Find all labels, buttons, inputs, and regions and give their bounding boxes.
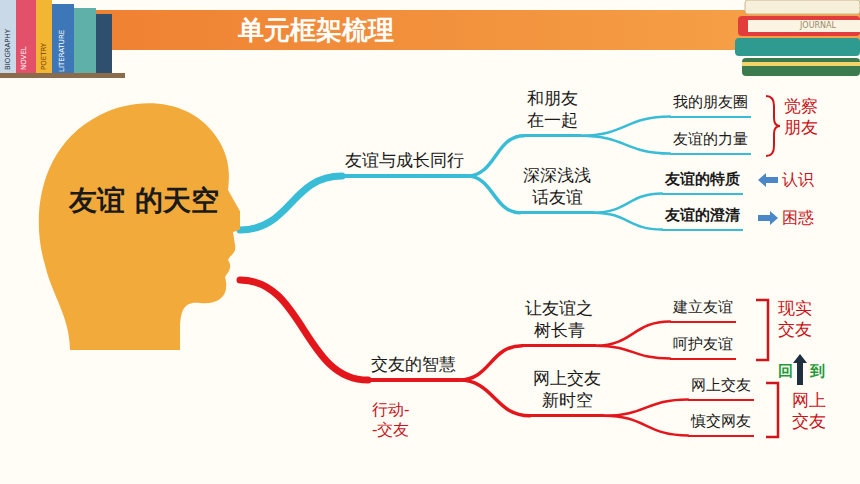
topic-node: 让友谊之 树长青 [522, 296, 596, 347]
annotation: 到 [810, 362, 825, 381]
branch-line [594, 194, 662, 213]
annotation: 困惑 [782, 208, 814, 228]
bracket [766, 96, 780, 156]
spine-text: NOVEL [20, 46, 29, 70]
branch-line [240, 176, 342, 230]
node-text: 友谊 的天空 [69, 183, 219, 219]
node-text: 和朋友 在一起 [527, 87, 578, 131]
branch-line [459, 346, 522, 380]
arrow-symbol [758, 211, 778, 225]
topic-node: 和朋友 在一起 [524, 86, 581, 137]
topic-node: 友谊与成长同行 [342, 148, 467, 178]
branch-line [596, 346, 670, 359]
annotation: 认识 [782, 170, 814, 190]
book-text: JOURNAL [800, 21, 836, 31]
topic-node: 建立友谊 [670, 297, 736, 323]
page-title: 单元框架梳理 [238, 13, 394, 48]
node-text: 友谊的澄清 [665, 206, 740, 226]
node-text: 友谊与成长同行 [345, 149, 464, 171]
node-text: 网上交友 新时空 [533, 367, 601, 411]
topic-node: 交友的智慧 [368, 352, 459, 382]
topic-node: 深深浅浅 话友谊 [520, 163, 594, 214]
node-text: 交友的智慧 [371, 353, 456, 375]
topic-node: 网上交友 [688, 375, 754, 401]
topic-node: 友谊的澄清 [662, 205, 743, 231]
branch-line [581, 136, 670, 154]
branch-line [459, 380, 530, 416]
node-text: 我的朋友圈 [673, 93, 748, 113]
branch-line [594, 213, 662, 230]
head-node: 友谊 的天空 [30, 95, 240, 350]
branch-line [604, 416, 688, 436]
spine-text: LITERATURE [58, 30, 67, 72]
topic-node: 网上交友 新时空 [530, 366, 604, 417]
book-stack [0, 0, 125, 78]
branch-line [596, 322, 670, 346]
arrow-symbol [793, 354, 807, 385]
spine-text: POETRY [40, 43, 49, 70]
node-text: 友谊的力量 [673, 130, 748, 150]
head-silhouette [30, 95, 240, 350]
node-text: 网上交友 [691, 376, 751, 396]
book-stack [735, 0, 860, 76]
branch-line [467, 176, 520, 213]
annotation: 觉察 朋友 [784, 96, 818, 139]
bracket [766, 383, 778, 437]
annotation: 回 [778, 362, 793, 381]
branch-line [240, 280, 368, 380]
node-text: 友谊的特质 [665, 170, 740, 190]
annotation: 网上 交友 [792, 390, 826, 433]
spine-text: BIOGRAPHY [4, 29, 13, 70]
topic-node: 友谊的特质 [662, 169, 743, 195]
node-text: 呵护友谊 [673, 335, 733, 355]
topic-node: 友谊的力量 [670, 129, 751, 155]
node-text: 让友谊之 树长青 [525, 297, 593, 341]
annotation: 行动--交友 [372, 400, 409, 440]
annotation: 现实 交友 [778, 298, 812, 341]
branch-line [581, 117, 670, 136]
node-text: 深深浅浅 话友谊 [523, 164, 591, 208]
topic-node: 我的朋友圈 [670, 92, 751, 118]
topic-node: 慎交网友 [688, 411, 754, 437]
header-bar [0, 10, 860, 50]
branch-line [467, 136, 524, 176]
branch-line [604, 400, 688, 416]
topic-node: 呵护友谊 [670, 334, 736, 360]
bracket [756, 300, 768, 360]
node-text: 建立友谊 [673, 298, 733, 318]
node-text: 慎交网友 [691, 412, 751, 432]
arrow-symbol [758, 173, 778, 187]
